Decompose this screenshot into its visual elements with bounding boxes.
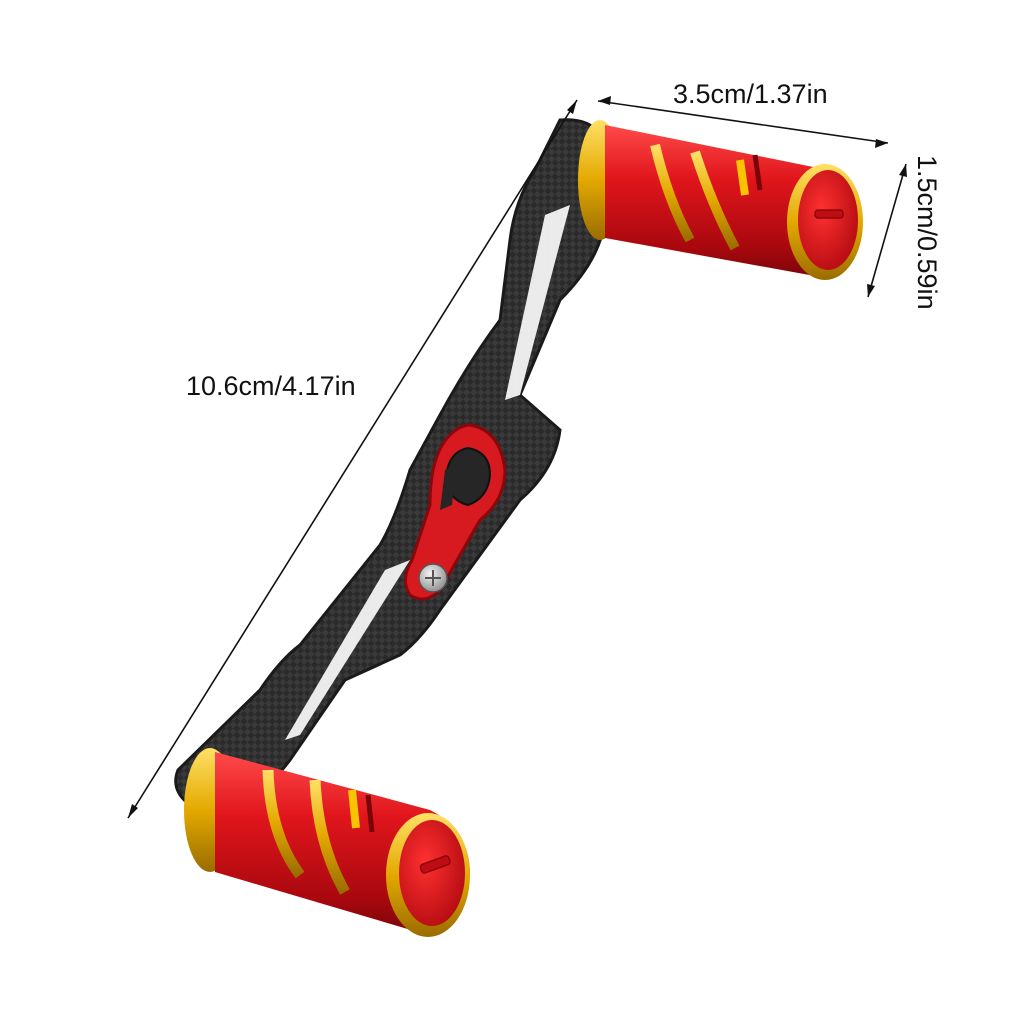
length-dimension: 10.6cm/4.17in — [127, 99, 578, 819]
knob-length-label: 3.5cm/1.37in — [673, 79, 828, 109]
lower-knob — [184, 748, 470, 937]
upper-knob — [578, 120, 863, 280]
knob-length-dimension: 3.5cm/1.37in — [597, 79, 889, 148]
knob-diameter-dimension: 1.5cm/0.59in — [867, 155, 942, 310]
retainer-screw-icon — [418, 563, 448, 593]
carbon-handle-arm — [174, 118, 607, 812]
knob-diameter-label: 1.5cm/0.59in — [912, 155, 942, 310]
nut-retainer — [404, 423, 507, 601]
length-label: 10.6cm/4.17in — [186, 371, 356, 401]
